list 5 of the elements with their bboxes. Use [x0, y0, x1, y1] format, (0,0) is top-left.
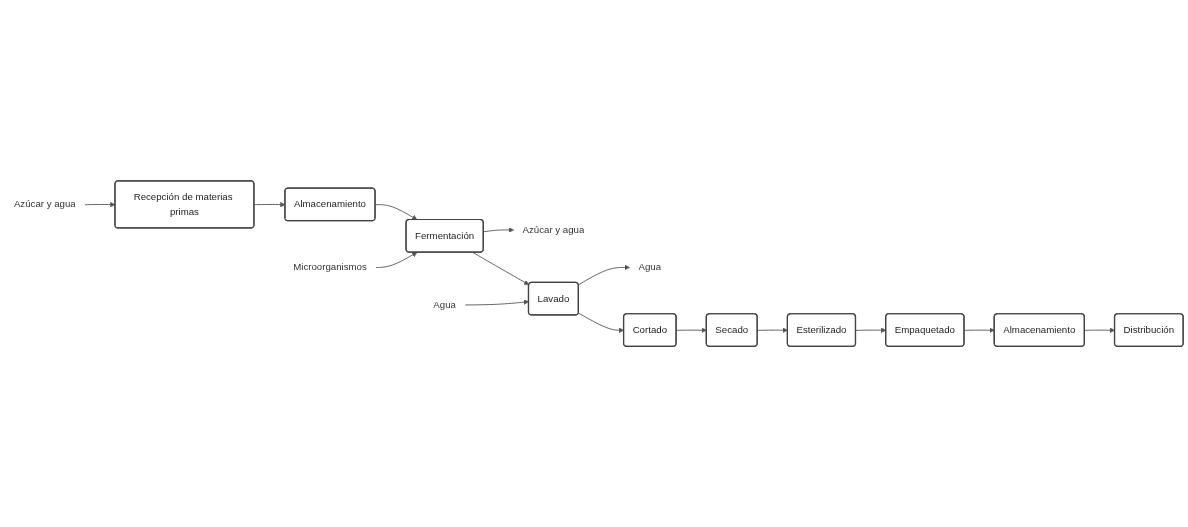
node-text: Agua — [433, 299, 456, 310]
node-text: Azúcar y agua — [522, 224, 585, 235]
node-text: Azúcar y agua — [13, 198, 76, 210]
node-text: Microorganismos — [293, 261, 367, 272]
node-text: Agua — [638, 261, 662, 272]
